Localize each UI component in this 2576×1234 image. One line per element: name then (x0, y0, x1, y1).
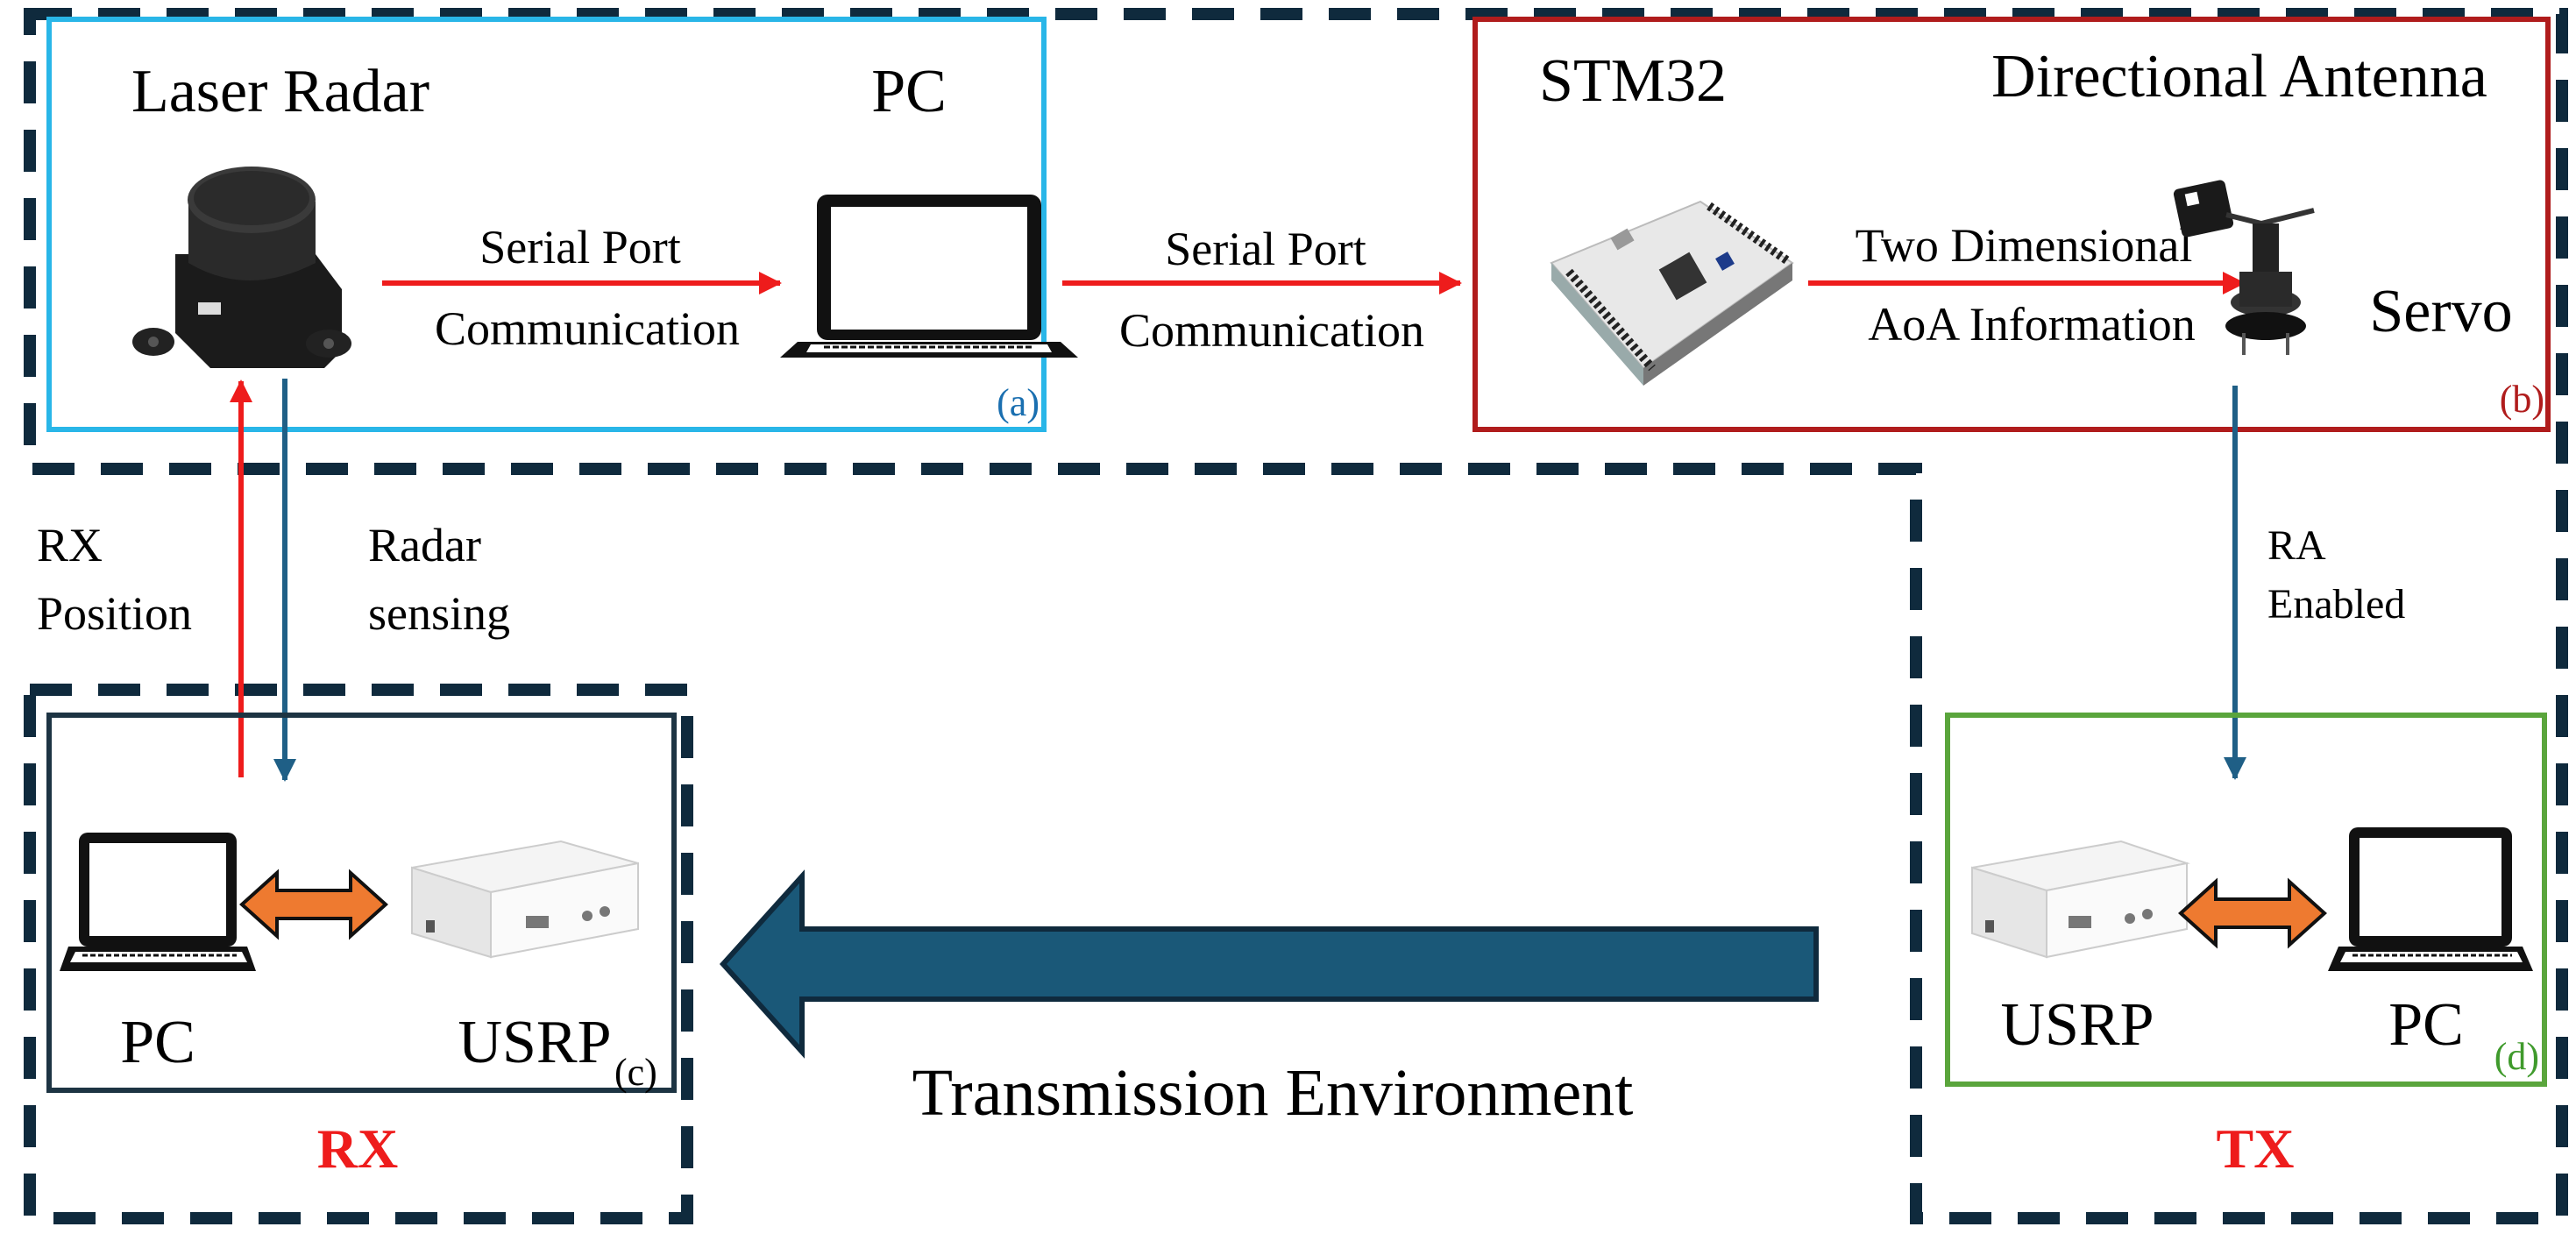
panel-b-tag: (b) (2500, 378, 2544, 421)
laptop-icon-a (780, 195, 1078, 358)
usrp-icon-d (1971, 840, 2190, 959)
transmission-environment-label: Transmission Environment (912, 1056, 1634, 1130)
stm32-board-icon (1550, 200, 1794, 386)
pc-label-c: PC (120, 1009, 195, 1076)
usrp-label-c: USRP (458, 1009, 611, 1076)
serial-label-a-2: Communication (435, 302, 740, 355)
panel-d-tag: (d) (2494, 1035, 2539, 1078)
serial-label-ab-2: Communication (1119, 304, 1424, 357)
exchange-arrow-d (2178, 877, 2327, 949)
laser-radar-icon (132, 167, 351, 368)
laptop-icon-c (60, 833, 256, 971)
directional-antenna-title: Directional Antenna (1991, 43, 2487, 110)
pc-label-d: PC (2388, 991, 2464, 1059)
servo-label: Servo (2369, 278, 2512, 345)
panel-c-frame (46, 713, 677, 1093)
panel-d-frame (1945, 713, 2547, 1087)
upper-group-frame (24, 8, 2568, 1224)
aoa-label-1: Two Dimensional (1856, 219, 2193, 272)
radar-sensing-label-1: Radar (368, 519, 481, 571)
transmission-arrow (719, 869, 1819, 1059)
serial-label-ab-1: Serial Port (1165, 223, 1366, 275)
exchange-arrow-c (239, 869, 388, 940)
panel-a-frame (46, 17, 1047, 432)
usrp-icon-c (411, 840, 639, 959)
radar-sensing-label-2: sensing (368, 587, 510, 640)
rx-group-frame (24, 684, 693, 1224)
ra-enabled-label-2: Enabled (2267, 581, 2405, 628)
panel-b-frame (1473, 17, 2551, 432)
antenna-servo-icon (2173, 180, 2315, 355)
pc-title-a: PC (871, 58, 947, 125)
serial-label-a-1: Serial Port (479, 221, 680, 273)
stm32-title: STM32 (1539, 47, 1727, 115)
rx-group-label: RX (317, 1117, 398, 1180)
ra-enabled-label-1: RA (2267, 522, 2326, 569)
laser-radar-title: Laser Radar (131, 58, 429, 125)
rx-position-label-2: Position (37, 587, 192, 640)
usrp-label-d: USRP (2000, 991, 2154, 1059)
aoa-label-2: AoA Information (1868, 298, 2195, 351)
rx-position-label-1: RX (37, 519, 103, 571)
laptop-icon-d (2328, 827, 2533, 971)
panel-c-tag: (c) (614, 1051, 657, 1094)
panel-a-tag: (a) (997, 381, 1040, 424)
tx-group-label: TX (2217, 1117, 2295, 1180)
